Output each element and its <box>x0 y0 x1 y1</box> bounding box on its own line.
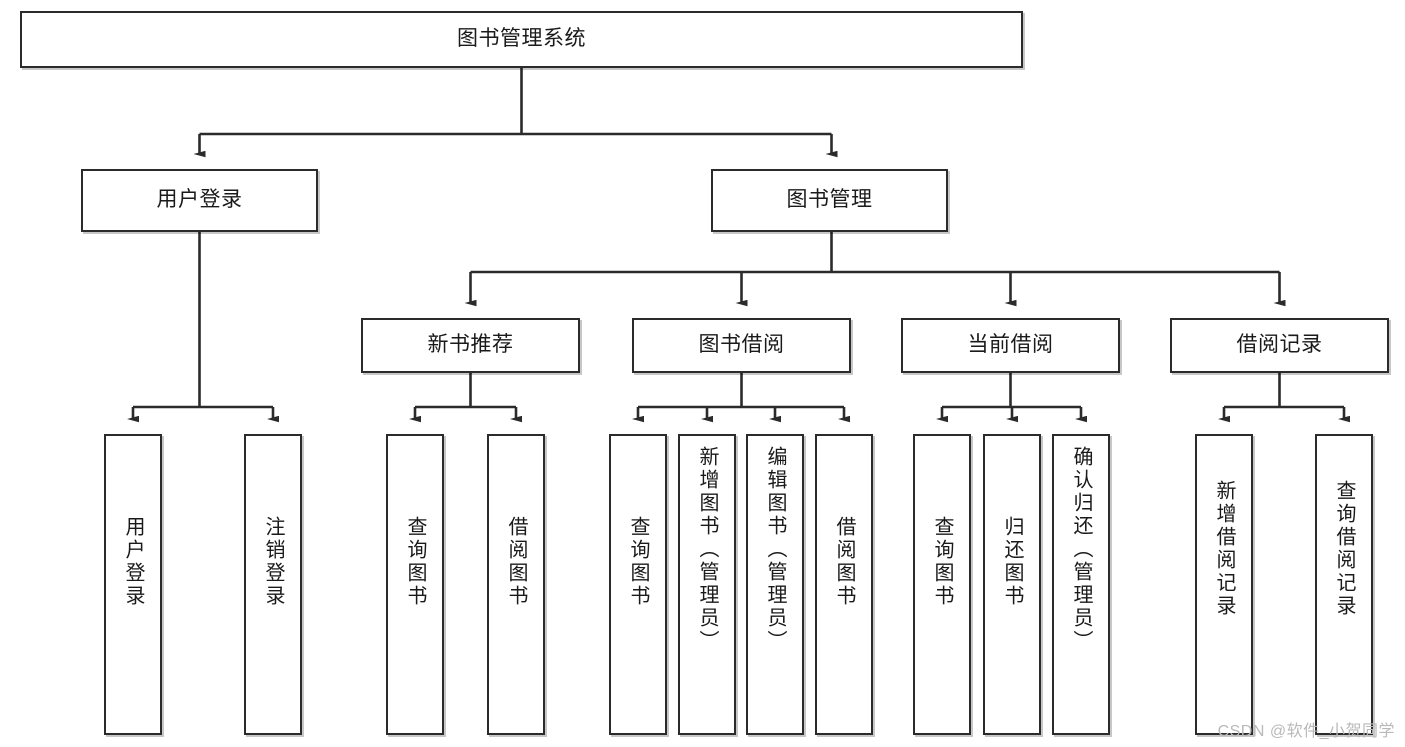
node-leaf-query-record[interactable]: 查询借阅记录 <box>1315 434 1373 735</box>
node-borrow-record[interactable]: 借阅记录 <box>1170 318 1389 373</box>
node-leaf-user-login-label: 用户登录 <box>122 516 144 608</box>
node-book-borrow[interactable]: 图书借阅 <box>632 318 851 373</box>
node-root[interactable]: 图书管理系统 <box>20 11 1023 68</box>
node-book-borrow-label: 图书借阅 <box>698 333 785 357</box>
node-leaf-query-book-recommend[interactable]: 查询图书 <box>386 434 444 735</box>
node-leaf-logout[interactable]: 注销登录 <box>244 434 302 735</box>
csdn-watermark: CSDN @软件_小贺同学 <box>1217 723 1395 740</box>
node-new-book-recommend-label: 新书推荐 <box>427 333 514 357</box>
node-book-management[interactable]: 图书管理 <box>711 169 948 232</box>
node-user-login-label: 用户登录 <box>156 188 243 212</box>
node-current-borrow-label: 当前借阅 <box>967 333 1054 357</box>
node-leaf-add-record[interactable]: 新增借阅记录 <box>1195 434 1253 735</box>
node-leaf-borrow-book[interactable]: 借阅图书 <box>815 434 873 735</box>
node-leaf-return-book-label: 归还图书 <box>1001 516 1023 608</box>
node-new-book-recommend[interactable]: 新书推荐 <box>361 318 580 373</box>
node-leaf-query-book-current-label: 查询图书 <box>931 516 953 608</box>
node-leaf-query-book-borrow[interactable]: 查询图书 <box>609 434 667 735</box>
node-current-borrow[interactable]: 当前借阅 <box>901 318 1120 373</box>
node-leaf-query-record-label: 查询借阅记录 <box>1333 480 1355 618</box>
node-book-management-label: 图书管理 <box>786 188 873 212</box>
node-leaf-logout-label: 注销登录 <box>262 516 284 608</box>
node-leaf-query-book-current[interactable]: 查询图书 <box>913 434 971 735</box>
node-user-login[interactable]: 用户登录 <box>81 169 318 232</box>
node-leaf-return-book[interactable]: 归还图书 <box>983 434 1041 735</box>
node-leaf-user-login[interactable]: 用户登录 <box>104 434 162 735</box>
node-leaf-confirm-return[interactable]: 确认归还（管理员） <box>1052 434 1110 735</box>
node-leaf-query-book-borrow-label: 查询图书 <box>627 516 649 608</box>
node-borrow-record-label: 借阅记录 <box>1236 333 1323 357</box>
node-leaf-borrow-book-recommend-label: 借阅图书 <box>505 516 527 608</box>
node-leaf-add-record-label: 新增借阅记录 <box>1213 480 1235 618</box>
node-leaf-edit-book[interactable]: 编辑图书（管理员） <box>746 434 804 735</box>
node-leaf-borrow-book-label: 借阅图书 <box>833 516 855 608</box>
node-leaf-edit-book-label: 编辑图书（管理员） <box>764 446 786 653</box>
node-leaf-confirm-return-label: 确认归还（管理员） <box>1070 446 1092 653</box>
node-leaf-borrow-book-recommend[interactable]: 借阅图书 <box>487 434 545 735</box>
node-leaf-add-book-label: 新增图书（管理员） <box>696 446 718 653</box>
node-leaf-query-book-recommend-label: 查询图书 <box>404 516 426 608</box>
node-root-label: 图书管理系统 <box>457 27 586 51</box>
node-leaf-add-book[interactable]: 新增图书（管理员） <box>678 434 736 735</box>
